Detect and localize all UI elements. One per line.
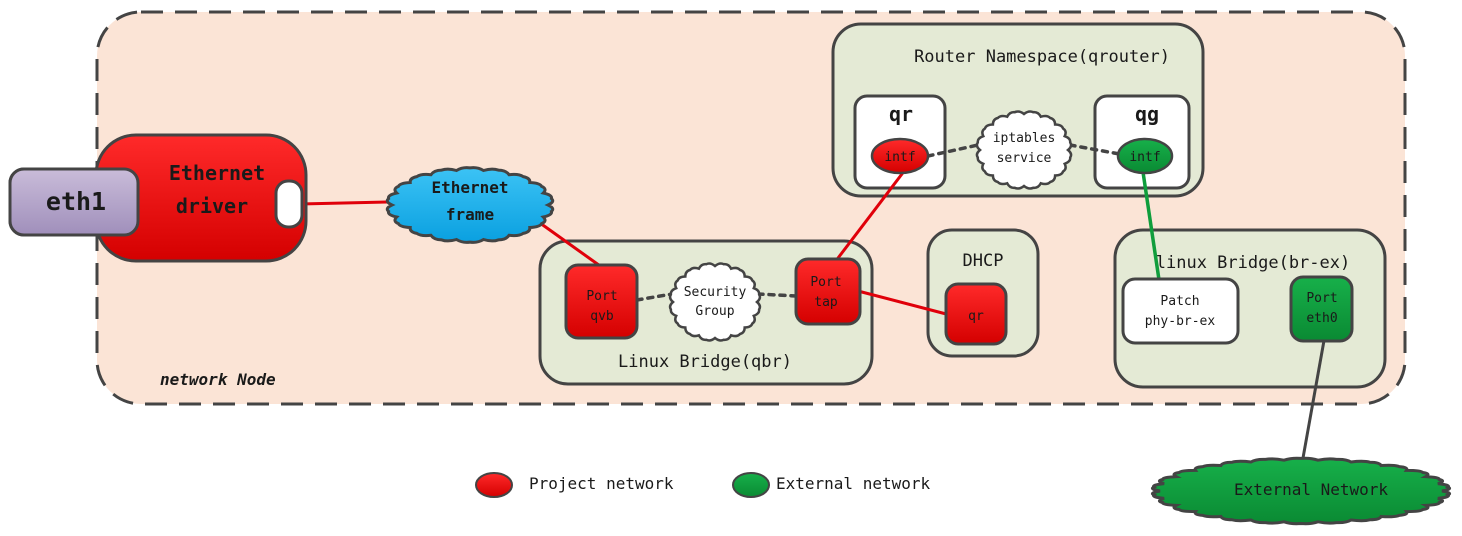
- legend-external-swatch: [732, 472, 770, 498]
- patch-phy-br-ex: [1121, 277, 1240, 345]
- qg-intf-port: [1116, 137, 1174, 175]
- legend-project-swatch: [475, 472, 513, 498]
- legend-external-label: External network: [776, 474, 930, 493]
- port-qvb: [564, 263, 639, 340]
- ethernet-frame-cloud: [385, 166, 555, 244]
- linux-bridge-qbr-title: Linux Bridge(qbr): [618, 352, 792, 372]
- link-driver-frame: [299, 200, 389, 206]
- port-tap-line2: tap: [814, 295, 838, 310]
- iptables-service-cloud: [975, 110, 1073, 190]
- dhcp-qr-port: [944, 282, 1008, 346]
- linux-bridge-brex-title: linux Bridge(br-ex): [1156, 253, 1350, 273]
- link-iptables-intf: [1068, 143, 1127, 157]
- qg-intf-label: intf: [1129, 150, 1160, 165]
- ethernet-driver-line1: Ethernet: [169, 161, 265, 185]
- external-network-label: External Network: [1234, 480, 1388, 499]
- qr-router-label: qr: [889, 102, 913, 126]
- security-group-cloud: [668, 262, 762, 342]
- driver-port: [274, 179, 304, 229]
- eth1-label: eth1: [46, 187, 106, 216]
- link-frame-qvb: [539, 221, 604, 270]
- iptables-line1: iptables: [993, 131, 1056, 146]
- dhcp-qr-label: qr: [968, 309, 984, 324]
- network-node-label: network Node: [160, 370, 276, 389]
- external-network-cloud: [1151, 456, 1451, 526]
- iptables-line2: service: [997, 151, 1052, 166]
- security-group-line1: Security: [684, 285, 747, 300]
- port-qvb-line2: qvb: [590, 309, 614, 324]
- qg-router-label: qg: [1135, 102, 1159, 126]
- ethernet-driver-line2: driver: [176, 194, 248, 218]
- port-qvb-line1: Port: [586, 289, 617, 304]
- link-tap-intf: [833, 169, 907, 263]
- patch-line2: phy-br-ex: [1145, 314, 1216, 329]
- router-namespace-title: Router Namespace(qrouter): [914, 47, 1170, 67]
- qr-intf-port: [870, 137, 930, 175]
- ethernet-frame-line1: Ethernet: [431, 178, 508, 197]
- ethernet-frame-line2: frame: [446, 205, 494, 224]
- dhcp-title: DHCP: [963, 251, 1004, 271]
- security-group-line2: Group: [695, 304, 734, 319]
- link-tap-dhcp-qr: [857, 289, 951, 317]
- linux-bridge-brex-container: [1113, 228, 1387, 389]
- port-eth0-line2: eth0: [1306, 311, 1337, 326]
- link-security-tap: [756, 292, 799, 298]
- qr-intf-label: intf: [884, 150, 915, 165]
- eth1-interface-overlay: [8, 167, 140, 237]
- link-intf-iptables: [926, 143, 980, 158]
- port-eth0: [1289, 275, 1354, 343]
- port-tap-line1: Port: [810, 275, 841, 290]
- port-eth0-line1: Port: [1306, 291, 1337, 306]
- legend-project-label: Project network: [529, 474, 674, 493]
- link-eth0-external: [1301, 334, 1327, 459]
- port-tap: [794, 257, 862, 326]
- link-qvb-security: [635, 292, 674, 302]
- patch-line1: Patch: [1160, 294, 1199, 309]
